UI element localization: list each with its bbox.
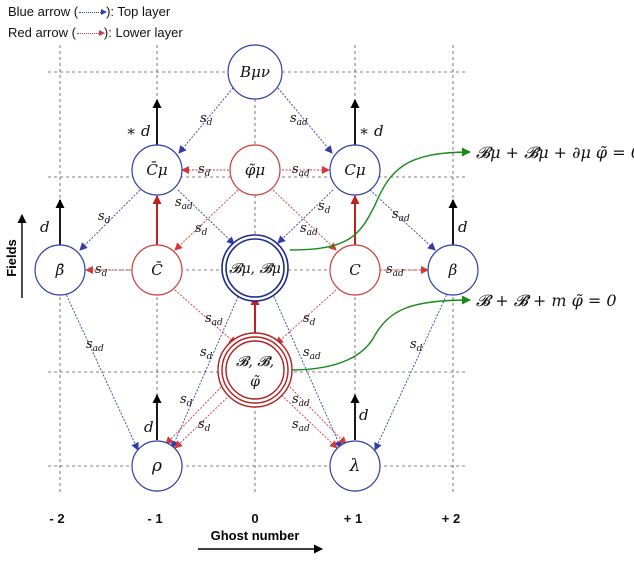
- label-beta: β: [448, 261, 458, 279]
- sd-label-7: sd: [200, 345, 213, 362]
- label-B-mu: 𝓑μ, 𝓑̄μ: [229, 261, 281, 277]
- label-rho: ρ: [151, 456, 162, 476]
- d-label-rho: d: [144, 418, 154, 436]
- x-axis-title: Ghost number: [211, 528, 300, 543]
- d-label-beta: d: [458, 218, 468, 236]
- sd-label-8: sd: [303, 311, 316, 328]
- legend-red: Red arrow ( ): Lower layer: [8, 25, 183, 40]
- red-arrow-icon: [76, 30, 105, 37]
- label-lambda: λ: [349, 456, 361, 476]
- label-Cbar: C̄: [151, 261, 163, 279]
- tick-minus-2: - 2: [49, 511, 64, 526]
- label-B-Bbar: 𝓑, 𝓑̄,: [236, 354, 274, 370]
- sad-label-11: sad: [292, 417, 310, 434]
- nodes: [34, 44, 479, 492]
- sad-label-8: sad: [205, 311, 223, 328]
- y-axis: Fields: [4, 214, 27, 298]
- sd-label-2: sd: [198, 162, 211, 179]
- node-C-mu: [329, 144, 381, 196]
- node-Cbar-mu: [131, 144, 183, 196]
- top-layer-arrows: [64, 87, 449, 451]
- sad-label-6: sad: [386, 262, 404, 279]
- label-B-mu-nu: Bμν: [239, 63, 270, 81]
- node-B-mu-nu: [227, 44, 283, 100]
- equation-top: 𝓑μ + 𝓑̄μ + ∂μ φ̃ = 0: [476, 143, 634, 162]
- node-lambda: [329, 440, 381, 492]
- label-Cbar-mu: C̄μ: [146, 161, 167, 179]
- legend-blue-prefix: Blue arrow (: [8, 4, 79, 19]
- sd-label-5: sd: [318, 199, 331, 216]
- node-beta: [427, 244, 479, 296]
- sad-label-1: sad: [290, 111, 308, 128]
- node-B-mu-inner: [225, 238, 285, 298]
- d-arrows: [55, 99, 458, 440]
- blue-arrow-icon: [79, 9, 108, 16]
- label-phi-tilde: φ̃: [250, 374, 260, 390]
- sad-label-4: sad: [300, 221, 318, 238]
- lower-layer-arrows: [85, 166, 429, 449]
- sd-label-11: sd: [198, 417, 211, 434]
- node-C: [329, 244, 381, 296]
- sad-label-10: sad: [292, 392, 310, 409]
- sad-label-5: sad: [392, 207, 410, 224]
- d-label-beta-bar: d: [40, 218, 50, 236]
- sad-label-3: sad: [175, 195, 193, 212]
- green-curves: [289, 147, 471, 371]
- node-B-inner: [225, 340, 285, 400]
- legend-red-suffix: ): Lower layer: [103, 25, 183, 40]
- sd-label-4: sd: [195, 221, 208, 238]
- ghost-number-ticks: - 2 - 1 0 + 1 + 2: [49, 511, 460, 526]
- equation-bottom: 𝓑 + 𝓑̄ + m φ̃ = 0: [476, 291, 617, 310]
- label-C: C: [349, 261, 361, 279]
- sd-label-9: sd: [410, 337, 423, 354]
- sd-label-6: sd: [95, 262, 108, 279]
- d-label-lambda: d: [359, 406, 369, 424]
- x-axis: Ghost number: [198, 528, 323, 554]
- sad-label-2: sad: [292, 162, 310, 179]
- tick-minus-1: - 1: [147, 511, 162, 526]
- node-Cbar: [131, 244, 183, 296]
- node-rho: [131, 440, 183, 492]
- sad-label-7: sad: [86, 337, 104, 354]
- legend-blue-suffix: ): Top layer: [106, 4, 171, 19]
- sad-label-9: sad: [303, 345, 321, 362]
- edge-labels: sd sad sd sad sd sad sd sad sd sad sd sa…: [86, 111, 423, 434]
- tick-zero: 0: [251, 511, 258, 526]
- label-phi-mu: φ̃μ: [245, 161, 265, 179]
- label-beta-bar: β̄: [55, 261, 65, 279]
- y-axis-title: Fields: [4, 239, 19, 277]
- star-d-label-left: ∗ d: [126, 122, 151, 140]
- sd-label-3: sd: [98, 209, 111, 226]
- tick-plus-2: + 2: [442, 511, 460, 526]
- node-beta-bar: [34, 244, 86, 296]
- tick-plus-1: + 1: [344, 511, 362, 526]
- legend-blue: Blue arrow ( ): Top layer: [8, 4, 170, 19]
- node-phi-mu: [229, 144, 281, 196]
- star-d-label-right: ∗ d: [359, 122, 384, 140]
- legend-red-prefix: Red arrow (: [8, 25, 76, 40]
- sd-label-1: sd: [200, 111, 213, 128]
- label-C-mu: Cμ: [344, 161, 365, 179]
- sd-label-10: sd: [180, 392, 193, 409]
